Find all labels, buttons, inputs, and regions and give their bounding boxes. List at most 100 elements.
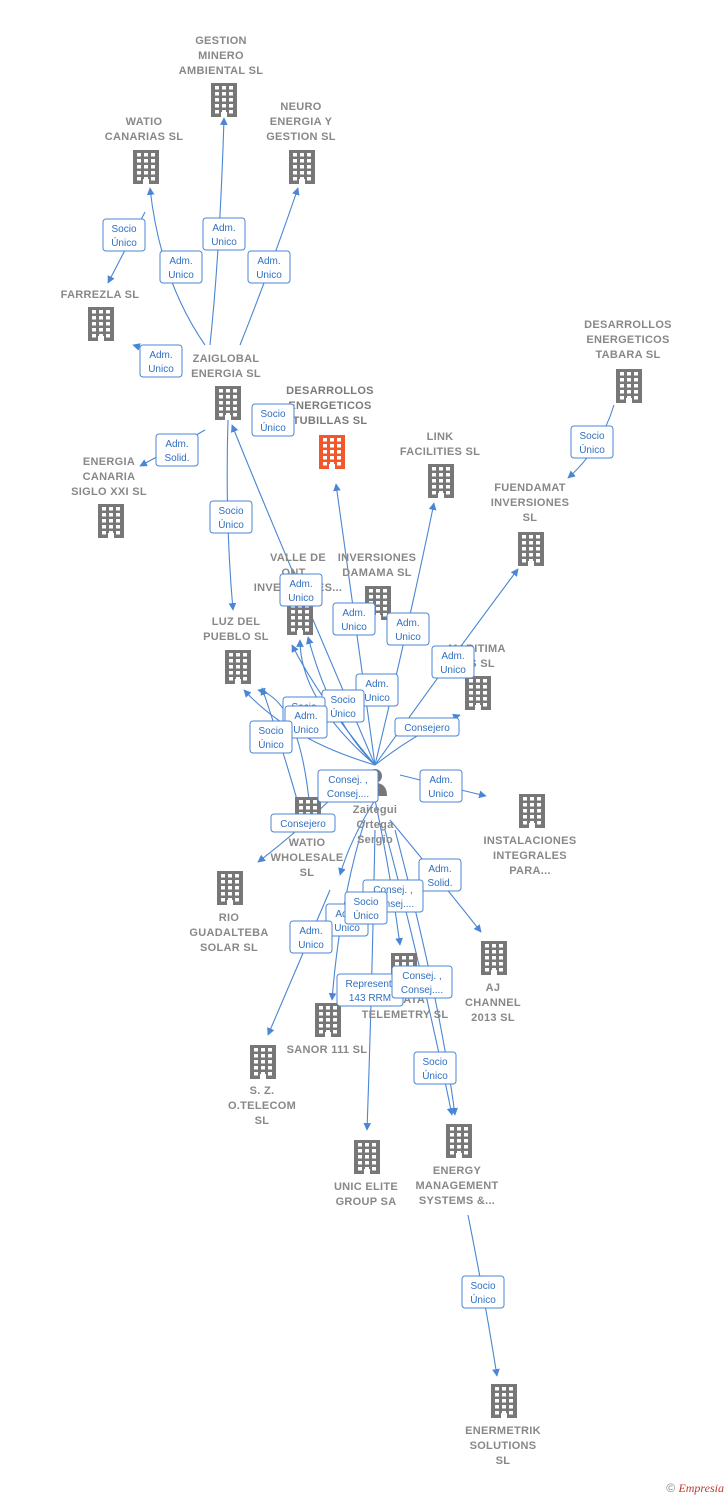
relation-badge[interactable]: Adm.Unico [159,250,203,284]
relation-badge-box [270,813,336,833]
relation-badge-text: Adm. [342,608,365,619]
relation-badge[interactable]: Consej. ,Consej.... [391,965,453,999]
relation-badge[interactable]: Adm.Unico [289,920,333,954]
relation-badge-box [249,720,293,754]
relation-badge-text: Consejero [280,819,326,830]
relation-badge[interactable]: Adm.Solid. [155,433,199,467]
relation-badge[interactable]: Adm.Unico [419,769,463,803]
node-label-line: ENERGETICOS [288,400,371,412]
company-node[interactable]: INSTALACIONESINTEGRALESPARA... [484,794,577,877]
building-icon [354,1140,380,1174]
relation-badge[interactable]: Consej. ,Consej.... [317,769,379,803]
relation-badge-box [344,891,388,925]
building-icon [518,532,544,566]
node-label-line: CANARIA [83,471,136,483]
relation-badge[interactable]: Adm.Unico [332,602,376,636]
relation-badge-box [289,920,333,954]
node-label-line: TUBILLAS SL [293,415,368,427]
relation-badge[interactable]: Consejero [270,813,336,833]
relation-badge-box [102,218,146,252]
node-label-line: ENERGY [433,1165,482,1177]
relation-badge-text: Socio [260,409,285,420]
node-label-line: ENERGETICOS [586,334,669,346]
relation-badge[interactable]: Consejero [394,717,460,737]
relation-badge-text: Unico [211,237,237,248]
relation-badge-text: Único [330,707,356,720]
relation-badge-text: Adm. [429,775,452,786]
building-icon [88,307,114,341]
relation-badge[interactable]: Adm.Solid. [418,858,462,892]
brand-logo-text[interactable]: Empresia [678,1481,724,1495]
node-label-line: SL [523,512,538,524]
relation-badge-text: Adm. [169,256,192,267]
node-label-line: WATIO [289,837,326,849]
building-icon [215,386,241,420]
relation-badge-box [209,500,253,534]
relation-badge-text: Único [218,518,244,531]
relation-badge-text: Adm. [149,350,172,361]
relation-badge-box [155,433,199,467]
node-label-line: LINK [427,431,454,443]
relation-badge-box [413,1051,457,1085]
relation-badge-box [418,858,462,892]
relation-badge-text: Adm. [428,864,451,875]
relation-badge[interactable]: Adm.Unico [279,573,323,607]
relation-badge-text: Adm. [441,651,464,662]
relation-badge[interactable]: Adm.Unico [386,612,430,646]
building-icon [616,369,642,403]
relation-badge[interactable]: Adm.Unico [202,217,246,251]
relation-badge-text: Consej. , [328,775,367,786]
node-label-line: SL [496,1455,511,1467]
building-icon [133,150,159,184]
node-label-line: Sergio [357,834,393,846]
relation-badge-box [139,344,183,378]
building-icon [225,650,251,684]
node-label-line: GROUP SA [336,1196,397,1208]
relation-badge-text: Socio [422,1057,447,1068]
node-label-line: PUEBLO SL [203,631,269,643]
node-label-line: ENERGIA Y [270,116,333,128]
relation-badge[interactable]: Adm.Unico [139,344,183,378]
building-icon [315,1003,341,1037]
relation-badge[interactable]: Adm.Unico [247,250,291,284]
building-icon [250,1045,276,1079]
company-node[interactable]: SANOR 111 SL [287,1003,368,1056]
copyright-symbol: © [666,1481,676,1495]
node-label-line: GESTION SL [266,131,336,143]
relation-badge[interactable]: Adm.Unico [284,705,328,739]
node-label-line: DESARROLLOS [584,319,672,331]
relation-badge-text: Unico [364,693,390,704]
relation-badge[interactable]: Represent.143 RRM [336,973,404,1007]
relation-badge[interactable]: Adm.Unico [431,645,475,679]
company-node[interactable]: FARREZLA SL [61,289,140,341]
relation-badge-box [332,602,376,636]
relation-badge-text: Consej.... [372,899,414,910]
